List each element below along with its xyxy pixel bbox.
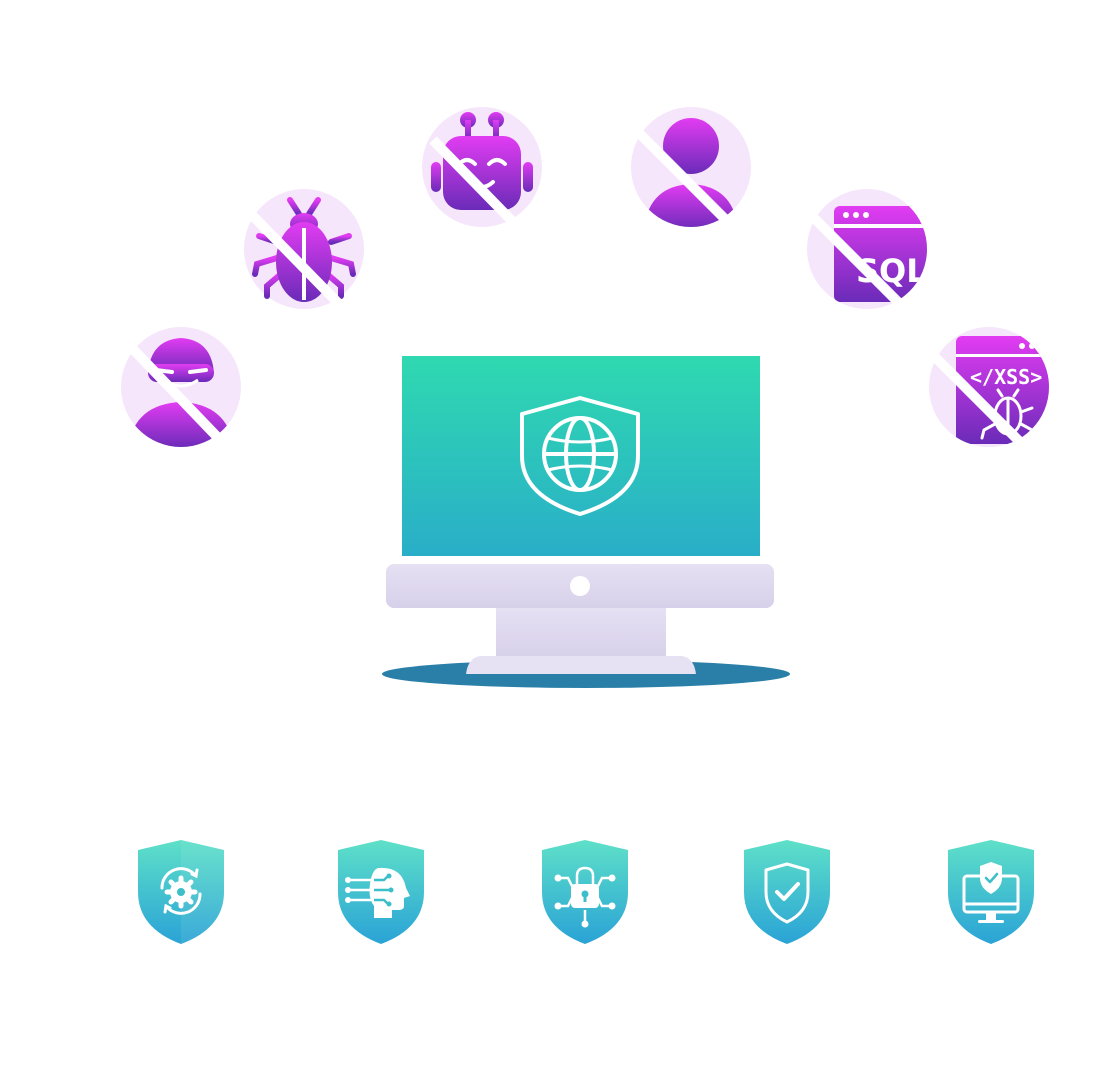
threat-user (630, 106, 752, 228)
sql-injection-icon: SQL (807, 189, 927, 312)
feature-shield-monitor (944, 836, 1038, 948)
xss-label: </XSS> (970, 365, 1042, 389)
gear-sync-icon (138, 840, 224, 944)
lock-network-icon (542, 840, 628, 944)
threat-xss: </XSS> (928, 326, 1050, 450)
threat-sql-injection: SQL (806, 188, 928, 312)
check-shield-icon (744, 840, 830, 944)
bug-icon (244, 189, 364, 310)
globe-shield-icon (520, 396, 640, 516)
monitor-illustration (382, 356, 790, 688)
threat-bot (421, 106, 543, 228)
hacker-icon (121, 327, 241, 448)
ai-head-icon (338, 840, 424, 944)
xss-icon: </XSS> (929, 327, 1049, 450)
feature-shield-gear-sync (134, 836, 228, 948)
feature-shield-ai-head (334, 836, 428, 948)
bot-icon (422, 107, 542, 227)
feature-shield-check (740, 836, 834, 948)
threat-hacker (120, 326, 242, 448)
threat-bug (243, 188, 365, 310)
user-icon (631, 107, 751, 228)
monitor (380, 350, 792, 695)
monitor-shield-icon (948, 840, 1034, 944)
feature-shield-lock-network (538, 836, 632, 948)
